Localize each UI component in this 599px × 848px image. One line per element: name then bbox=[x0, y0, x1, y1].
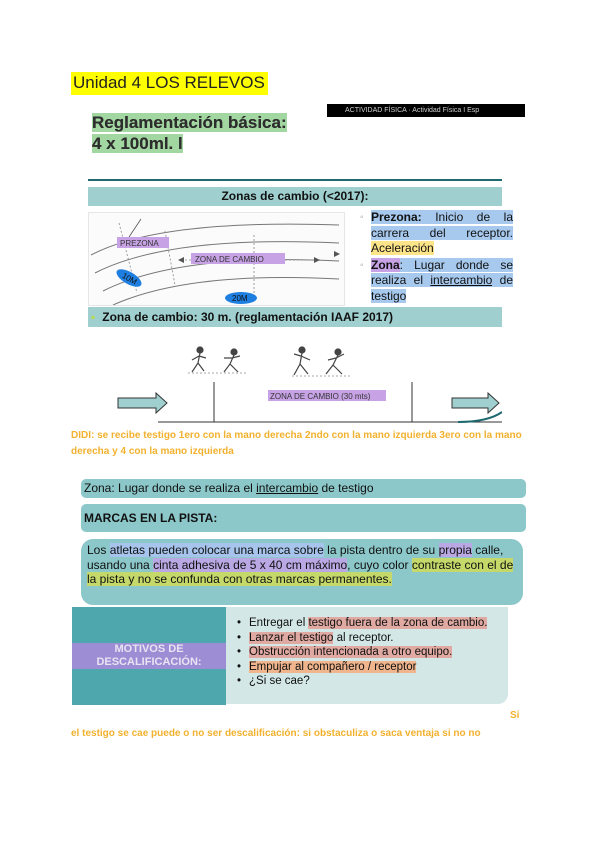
list-item: ¿Si se cae? bbox=[237, 674, 505, 689]
motivos-title-box: MOTIVOS DE DESCALIFICACIÓN: bbox=[72, 607, 226, 705]
si-note: Si bbox=[510, 710, 520, 721]
label-20m: 20M bbox=[232, 294, 248, 303]
zona-box-term: Zona: bbox=[84, 481, 115, 495]
bullet: ◦ bbox=[360, 259, 364, 271]
zona-definition-box: Zona: Lugar donde se realiza el intercam… bbox=[81, 479, 526, 498]
rules-heading: Reglamentación básica: 4 x 100ml. l bbox=[92, 112, 287, 154]
motivos-list: Entregar el testigo fuera de la zona de … bbox=[237, 616, 505, 689]
page-title: Unidad 4 LOS RELEVOS bbox=[71, 72, 268, 95]
atletas-p3: la pista dentro de su bbox=[323, 543, 439, 557]
list-item: Lanzar el testigo al receptor. bbox=[237, 631, 505, 646]
atletas-p5: calle, usando una bbox=[87, 543, 504, 572]
runner-right-figures bbox=[292, 346, 350, 377]
zona-box-text3: de testigo bbox=[318, 481, 374, 495]
definition-prezona: ◦Prezona: Inicio de la carrera del recep… bbox=[360, 210, 513, 257]
arrow-left-icon bbox=[117, 391, 168, 415]
bullet-icon: ▪ bbox=[91, 310, 96, 324]
zona-30-text: Zona de cambio: 30 m. (reglamentación IA… bbox=[102, 310, 394, 324]
definition-zona: ◦Zona: Lugar donde se realiza el interca… bbox=[360, 257, 513, 305]
motivo-5: ¿Si se cae? bbox=[249, 675, 310, 687]
motivo-4: Empujar al compañero / receptor bbox=[249, 660, 417, 673]
rules-heading-line2: 4 x 100ml. l bbox=[92, 134, 183, 153]
header-banner: ACTIVIDAD FÍSICA · Actividad Física I Es… bbox=[327, 104, 525, 117]
list-item: Empujar al compañero / receptor bbox=[237, 660, 505, 675]
track-illustration: ZONA DE CAMBIO (30 mts) bbox=[117, 346, 503, 423]
divider bbox=[88, 179, 502, 181]
runner-left-figures bbox=[188, 346, 248, 374]
label-zona-cambio: ZONA DE CAMBIO bbox=[195, 255, 264, 264]
track-curves-illustration: PREZONA ZONA DE CAMBIO 10M 20M bbox=[90, 218, 340, 306]
label-prezona: PREZONA bbox=[120, 239, 159, 248]
atletas-p2: atletas pueden colocar una marca sobre bbox=[109, 543, 324, 557]
rules-heading-line1: Reglamentación básica: bbox=[92, 113, 287, 132]
zona-box-text2: intercambio bbox=[256, 481, 319, 495]
atletas-p6: cinta adhesiva de 5 x 40 cm máximo bbox=[153, 557, 348, 572]
list-item: Entregar el testigo fuera de la zona de … bbox=[237, 616, 505, 631]
motivo-1b: testigo fuera de la zona de cambio. bbox=[308, 617, 488, 629]
marcas-heading: MARCAS EN LA PISTA: bbox=[81, 504, 526, 532]
atletas-p1: Los bbox=[87, 543, 110, 557]
track-zone-label: ZONA DE CAMBIO (30 mts) bbox=[270, 392, 371, 401]
list-item: Obstrucción intencionada a otro equipo. bbox=[237, 645, 505, 660]
zone-definitions: ◦Prezona: Inicio de la carrera del recep… bbox=[360, 210, 513, 305]
zonas-header: Zonas de cambio (<2017): bbox=[88, 187, 502, 206]
exchange-zone-illustration: ZONA DE CAMBIO (30 mts) bbox=[88, 338, 503, 428]
zona-box-text1: Lugar donde se realiza el bbox=[114, 481, 257, 495]
atletas-p7: , cuyo color bbox=[347, 557, 412, 572]
atletas-p4: propia bbox=[438, 543, 472, 557]
motivo-3: Obstrucción intencionada a otro equipo. bbox=[249, 646, 453, 658]
motivo-2b: al receptor. bbox=[333, 631, 394, 644]
testigo-note: el testigo se cae puede o no ser descali… bbox=[71, 728, 481, 739]
motivos-title: MOTIVOS DE DESCALIFICACIÓN: bbox=[72, 643, 226, 669]
bullet: ◦ bbox=[360, 212, 364, 223]
zones-diagram: PREZONA ZONA DE CAMBIO 10M 20M bbox=[88, 212, 345, 306]
zona-term: Zona bbox=[371, 257, 400, 272]
marcas-description: Los atletas pueden colocar una marca sob… bbox=[81, 539, 523, 605]
prezona-term: Prezona: bbox=[371, 210, 422, 224]
zona-text2: intercambio bbox=[430, 273, 493, 287]
banner-text: ACTIVIDAD FÍSICA · Actividad Física I Es… bbox=[345, 107, 480, 114]
motivo-2a: Lanzar el testigo bbox=[249, 631, 334, 644]
arrow-right-icon bbox=[451, 391, 500, 415]
prezona-extra: Aceleración bbox=[371, 241, 434, 255]
zona-30-header: ▪ Zona de cambio: 30 m. (reglamentación I… bbox=[88, 307, 502, 327]
motivo-1a: Entregar el bbox=[249, 617, 309, 629]
didi-note: DIDI: se recibe testigo 1ero con la mano… bbox=[71, 430, 522, 457]
